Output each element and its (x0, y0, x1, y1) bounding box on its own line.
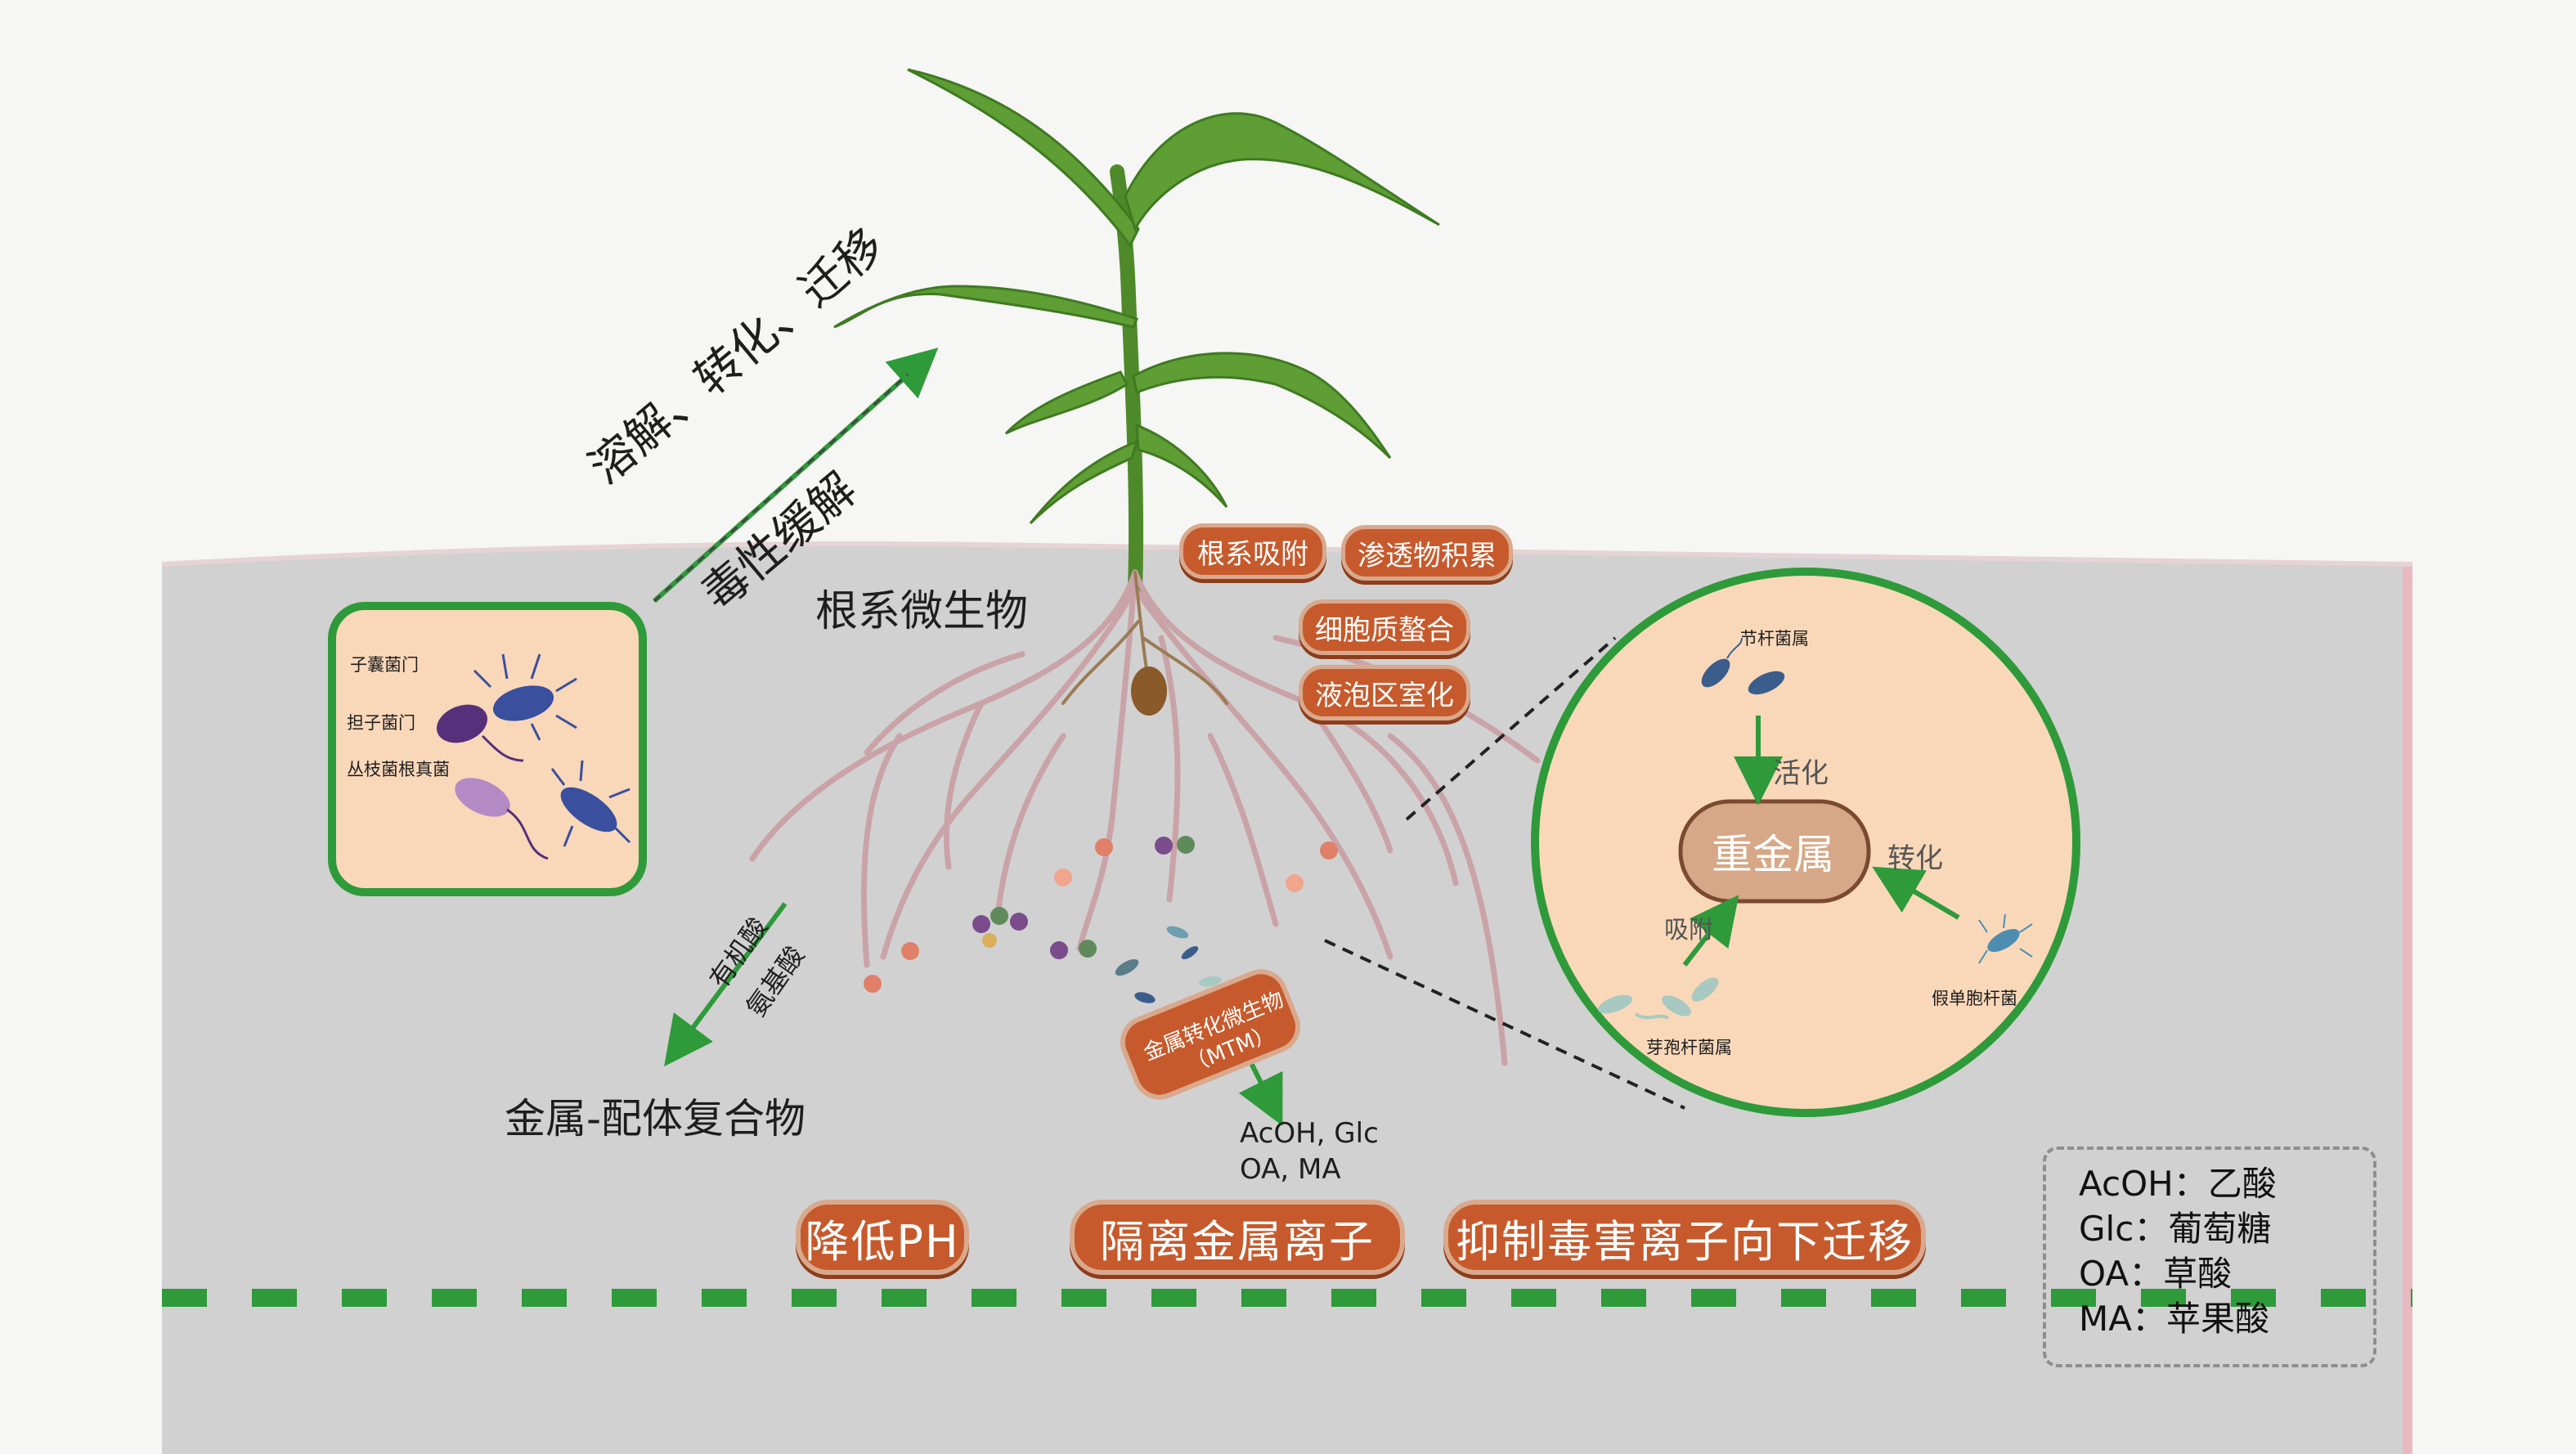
fungi-item-amf: 丛枝菌根真菌 (347, 760, 450, 779)
left-inset-box (328, 602, 647, 896)
activation-label: 活化 (1773, 757, 1829, 790)
legend-sep: ： (2131, 1299, 2166, 1339)
legend-row: Glc：葡萄糖 (2079, 1206, 2373, 1251)
bacteria-bacillus: 芽孢杆菌属 (1646, 1038, 1732, 1057)
heavy-metal-label: 重金属 (1712, 831, 1834, 878)
legend-sep: ： (2129, 1254, 2164, 1294)
legend-name: 乙酸 (2207, 1164, 2277, 1204)
legend-sep: ： (2173, 1164, 2208, 1204)
adsorb-arrow (1682, 895, 1739, 967)
bacteria-arthrobacter: 节杆菌属 (1740, 629, 1809, 648)
root-system (749, 569, 1541, 1066)
adsorb-label: 吸附 (1664, 916, 1713, 945)
mtm-box (1120, 969, 1301, 1100)
plant-leaves (833, 68, 1440, 525)
bacteria-pseudomonas: 假单胞杆菌 (1932, 989, 2017, 1008)
tag-isolate-metal-ions: 隔离金属离子 (1070, 1200, 1405, 1275)
tag-vacuole-compartment: 液泡区室化 (1299, 665, 1470, 720)
upward-migration-arrow-dash (653, 373, 909, 603)
legend-row: OA：草酸 (2079, 1251, 2373, 1296)
tag-inhibit-downward-migration: 抑制毒害离子向下迁移 (1443, 1200, 1926, 1275)
legend-abbr: AcOH (2079, 1164, 2174, 1204)
mtm-microbes (1115, 926, 1222, 1003)
legend-sep: ： (2134, 1209, 2169, 1249)
ligand-arrow (664, 902, 788, 1067)
fungi-item-ascomycota: 子囊菌门 (350, 655, 419, 675)
fungi-item-basidiomycota: 担子菌门 (347, 713, 415, 733)
legend-abbr: MA (2079, 1299, 2132, 1339)
legend-name: 草酸 (2163, 1254, 2233, 1294)
soil-right-edge (2403, 564, 2412, 1454)
zoom-line-bottom (1324, 939, 1685, 1110)
fungi-illustrations (437, 653, 631, 860)
legend-name: 葡萄糖 (2168, 1209, 2272, 1249)
legend-row: MA：苹果酸 (2079, 1296, 2373, 1341)
transform-label: 转化 (1887, 842, 1943, 875)
bacteria-illustrations (1598, 637, 2033, 1020)
transform-arrow (1872, 866, 1960, 920)
tag-lower-ph: 降低PH (796, 1200, 969, 1275)
root-microbe-label: 根系微生物 (815, 587, 1029, 636)
legend-row: AcOH：乙酸 (2079, 1161, 2373, 1206)
abbreviation-legend: AcOH：乙酸 Glc：葡萄糖 OA：草酸 MA：苹果酸 (2043, 1147, 2376, 1367)
metal-ligand-label: 金属-配体复合物 (505, 1095, 806, 1142)
tag-cytoplasm-chelation: 细胞质螯合 (1299, 599, 1470, 655)
legend-abbr: Glc (2079, 1209, 2134, 1249)
mtm-products-line2: OA, MA (1240, 1153, 1341, 1186)
mtm-products-line1: AcOH, Glc (1240, 1117, 1379, 1150)
soil-surface-highlight (161, 541, 2413, 567)
tag-osmolyte-accumulation: 渗透物积累 (1341, 525, 1513, 581)
legend-name: 苹果酸 (2165, 1299, 2269, 1339)
tag-root-adsorption: 根系吸附 (1179, 523, 1326, 579)
legend-abbr: OA (2079, 1254, 2129, 1294)
zoom-line-top (1405, 636, 1617, 821)
microbe-beads (864, 836, 1338, 993)
root-crown-nodule (1131, 666, 1167, 716)
